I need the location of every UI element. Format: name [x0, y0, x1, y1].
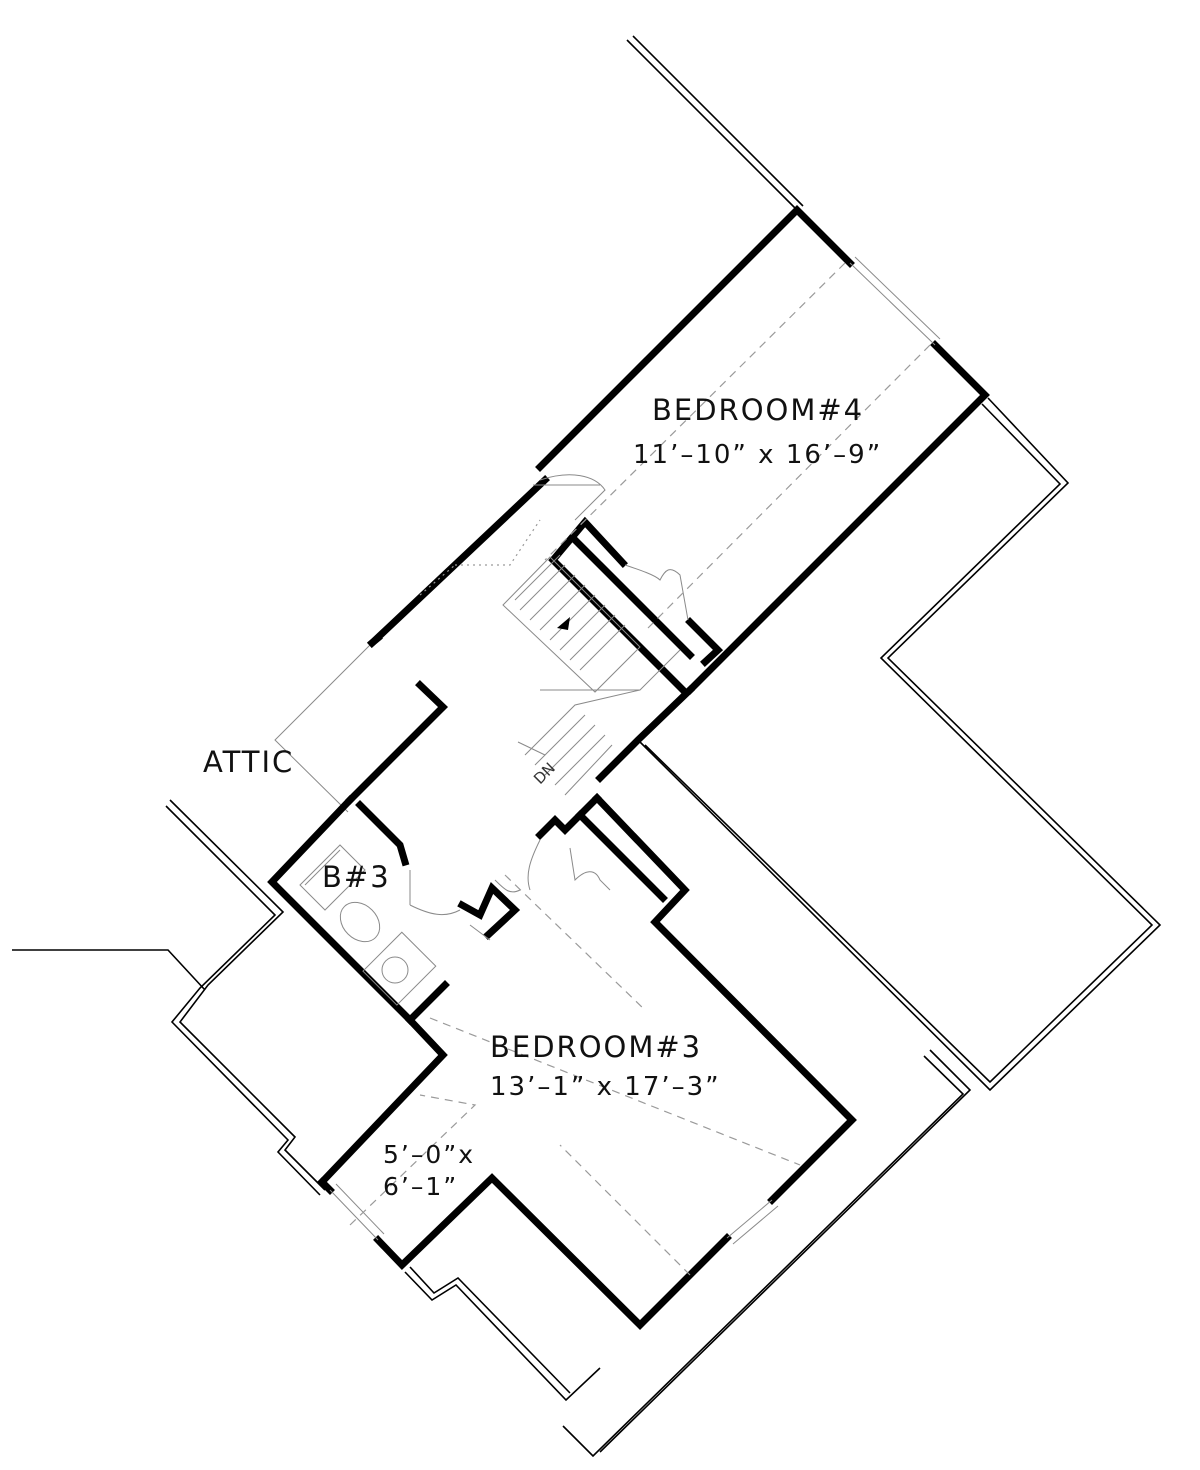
bedroom4-walls — [367, 205, 990, 695]
hall-walls — [345, 633, 695, 840]
stair-arrow-icon — [557, 617, 570, 630]
bedroom3-name: BEDROOM#3 — [490, 1030, 702, 1064]
bath3-walls — [267, 795, 461, 1025]
linen-closet — [457, 879, 521, 941]
bedroom4-dims: 11’–10” x 16’–9” — [633, 440, 882, 470]
bedroom3-walls — [317, 793, 857, 1330]
attic-outline — [274, 642, 373, 813]
ceiling-lines — [349, 262, 931, 1276]
alcove-dims-line2: 6’–1” — [383, 1172, 458, 1201]
attic-name: ATTIC — [203, 745, 294, 779]
bedroom4-name: BEDROOM#4 — [652, 393, 864, 427]
alcove-dims-line1: 5’–0”x — [383, 1140, 475, 1169]
stairs: DN — [419, 474, 681, 796]
bedroom3-dims: 13’–1” x 17’–3” — [490, 1072, 721, 1102]
stair-dn-label: DN — [530, 759, 559, 788]
bath3-name: B#3 — [322, 860, 391, 894]
roof-outline — [12, 35, 1162, 1458]
bedroom4-closet — [548, 516, 724, 697]
